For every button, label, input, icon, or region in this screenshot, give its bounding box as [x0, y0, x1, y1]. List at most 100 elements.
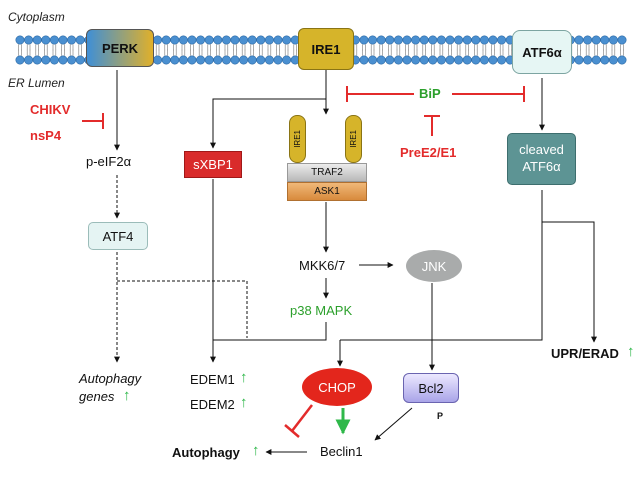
ire1-left-label: IRE1	[293, 130, 302, 148]
lipid-head	[221, 35, 231, 45]
autophagy-label: Autophagy	[172, 445, 240, 460]
lipid-head	[436, 55, 446, 65]
nsp4-label: nsP4	[30, 128, 62, 143]
ask1-node: ASK1	[287, 182, 367, 201]
traf2-node: TRAF2	[287, 163, 367, 182]
lipid-head	[462, 35, 472, 45]
upr-erad-label: UPR/ERAD	[551, 346, 619, 361]
traf2-label: TRAF2	[311, 167, 343, 178]
lipid-head	[58, 55, 68, 65]
lipid-head	[67, 55, 77, 65]
lipid-head	[58, 35, 68, 45]
lipid-head	[471, 55, 481, 65]
lipid-head	[239, 55, 249, 65]
lipid-head	[32, 35, 42, 45]
lipid-head	[462, 55, 472, 65]
lipid-head	[264, 55, 274, 65]
lipid-head	[479, 55, 489, 65]
lipid-head	[617, 35, 627, 45]
ire1-dimer-right: IRE1	[345, 115, 362, 163]
cytoplasm-label: Cytoplasm	[8, 10, 65, 24]
cleaved-label: cleaved	[519, 142, 564, 158]
atf4-node: ATF4	[88, 222, 148, 250]
lipid-head	[359, 55, 369, 65]
lipid-head	[428, 55, 438, 65]
edem2-label: EDEM2	[190, 397, 235, 412]
chop-to-beclin-inhibition	[291, 404, 313, 432]
pree2-e1-label: PreE2/E1	[400, 145, 457, 160]
lipid-head	[264, 35, 274, 45]
bip-label: BiP	[419, 86, 441, 101]
autophagy-genes-label-2: genes	[79, 389, 115, 404]
peif2a-label: p-eIF2α	[86, 154, 132, 169]
chop-node: CHOP	[302, 368, 372, 406]
lipid-head	[49, 35, 59, 45]
atf6a-receptor: ATF6α	[512, 30, 572, 74]
lipid-head	[230, 55, 240, 65]
lipid-head	[49, 55, 59, 65]
ire1-right-label: IRE1	[349, 130, 358, 148]
lipid-head	[608, 55, 618, 65]
edem1-label: EDEM1	[190, 372, 235, 387]
lipid-head	[273, 55, 283, 65]
chikv-label: CHIKV	[30, 102, 71, 117]
lipid-head	[41, 35, 51, 45]
lipid-head	[411, 35, 421, 45]
lipid-head	[170, 35, 180, 45]
lipid-head	[24, 35, 34, 45]
sxbp1-label: sXBP1	[193, 157, 233, 172]
lipid-head	[75, 55, 85, 65]
lipid-head	[591, 55, 601, 65]
lipid-head	[204, 55, 214, 65]
bcl2-label: Bcl2	[418, 380, 444, 396]
lipid-head	[574, 35, 584, 45]
edem2-up-arrow: ↑	[240, 394, 248, 411]
upr-erad-up-arrow: ↑	[627, 343, 635, 360]
lipid-head	[583, 55, 593, 65]
lipid-head	[153, 55, 163, 65]
p38-to-chop-arrow	[213, 322, 327, 341]
lipid-head	[591, 35, 601, 45]
atf4-to-edem-dotted-path	[117, 280, 248, 338]
lipid-head	[376, 55, 386, 65]
jnk-label: JNK	[421, 258, 447, 274]
lipid-head	[608, 35, 618, 45]
edem1-up-arrow: ↑	[240, 369, 248, 386]
lipid-head	[178, 55, 188, 65]
lipid-head	[213, 55, 223, 65]
atf6a-label: ATF6α	[522, 44, 562, 60]
lipid-head	[239, 35, 249, 45]
lipid-head	[221, 55, 231, 65]
lipid-head	[247, 35, 257, 45]
lipid-head	[600, 35, 610, 45]
lipid-head	[24, 55, 34, 65]
lipid-head	[479, 35, 489, 45]
lipid-head	[178, 35, 188, 45]
lipid-head	[161, 55, 171, 65]
lipid-head	[497, 35, 507, 45]
lipid-head	[411, 55, 421, 65]
lipid-head	[15, 55, 25, 65]
lipid-head	[282, 35, 292, 45]
lipid-head	[393, 35, 403, 45]
lipid-head	[583, 35, 593, 45]
lipid-head	[230, 35, 240, 45]
phospho-label: P	[437, 411, 444, 421]
ire1-dimer-left: IRE1	[289, 115, 306, 163]
lipid-head	[454, 55, 464, 65]
lipid-head	[196, 35, 206, 45]
lipid-head	[445, 55, 455, 65]
lipid-head	[393, 55, 403, 65]
ire1-to-sxbp1-arrow	[210, 98, 326, 149]
lipid-head	[497, 55, 507, 65]
lipid-head	[67, 35, 77, 45]
ire1-receptor: IRE1	[298, 28, 354, 70]
lipid-head	[402, 55, 412, 65]
lipid-head	[15, 35, 25, 45]
lipid-head	[153, 35, 163, 45]
lipid-head	[204, 35, 214, 45]
cleaved-to-upr-arrow	[542, 221, 597, 343]
mkk-label: MKK6/7	[299, 258, 346, 273]
lipid-head	[428, 35, 438, 45]
lipid-head	[170, 55, 180, 65]
